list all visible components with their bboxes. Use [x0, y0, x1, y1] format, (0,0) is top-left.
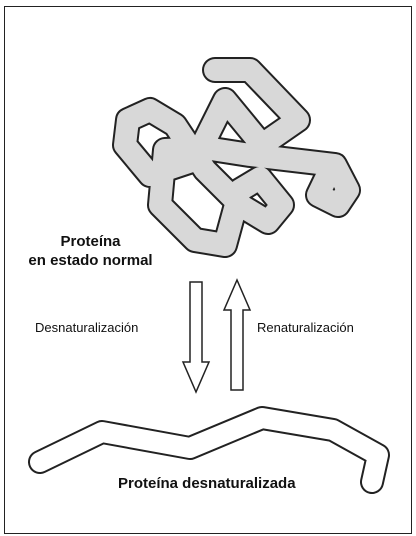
- denaturation-arrow: [183, 282, 209, 392]
- renaturation-arrow: [224, 280, 250, 390]
- denaturation-label: Desnaturalización: [35, 320, 138, 335]
- renaturation-label: Renaturalización: [257, 320, 354, 335]
- native-label-line2: en estado normal: [18, 251, 163, 270]
- denatured-protein-illustration: [40, 418, 378, 482]
- native-protein-illustration: [125, 70, 348, 245]
- denatured-protein-label: Proteína desnaturalizada: [118, 475, 296, 492]
- native-protein-label: Proteína en estado normal: [18, 232, 163, 270]
- native-label-line1: Proteína: [18, 232, 163, 251]
